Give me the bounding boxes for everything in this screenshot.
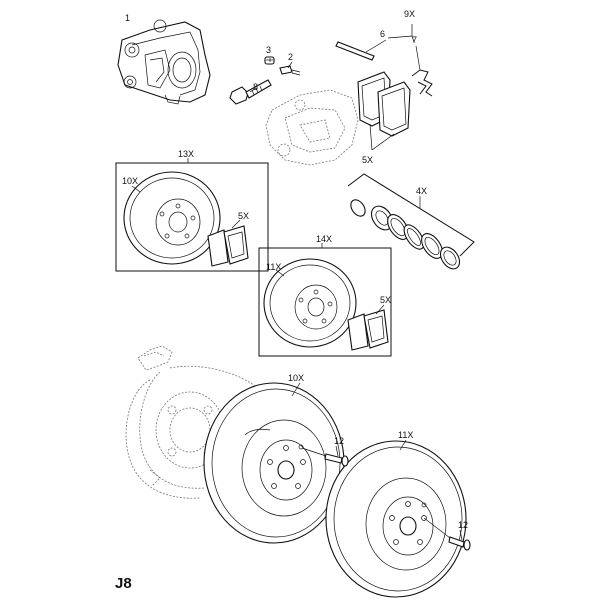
spring-clip xyxy=(411,69,433,97)
brake-caliper xyxy=(117,19,211,105)
label-kit-13x: 13X xyxy=(178,149,194,159)
label-disc-11x-small: 11X xyxy=(266,262,281,272)
brake-pads-upper xyxy=(357,71,411,137)
brake-disc-11x xyxy=(325,439,467,598)
label-caliper: 1 xyxy=(125,13,130,23)
label-guide-pin: 6 xyxy=(380,29,385,39)
seal-kit xyxy=(347,173,475,270)
bleed-screw xyxy=(279,65,301,76)
label-bleed-screw: 2 xyxy=(288,52,293,62)
label-pads-13x: 5X xyxy=(238,211,249,221)
page-code: J8 xyxy=(115,575,132,592)
pad-kit-leaders xyxy=(249,24,421,151)
caliper-carrier-outline xyxy=(265,89,359,166)
label-pads-upper: 5X xyxy=(362,155,373,165)
label-screw-lower: 12 xyxy=(458,520,468,530)
kit-13x-box xyxy=(115,158,269,272)
label-seal-kit: 4X xyxy=(416,186,427,196)
label-bleed-cap: 3 xyxy=(266,45,271,55)
disc-screw-lower xyxy=(423,517,471,551)
label-disc-10x-large: 10X xyxy=(288,373,304,383)
label-kit-14x: 14X xyxy=(316,234,332,244)
label-spring-clip: 7 xyxy=(412,35,417,45)
label-pad-kit: 9X xyxy=(404,9,415,19)
label-pads-14x: 5X xyxy=(380,295,391,305)
bleed-cap xyxy=(264,56,275,65)
kit-14x-box xyxy=(258,243,392,357)
guide-pin xyxy=(335,41,375,61)
brake-disc-10x xyxy=(203,382,345,544)
disc-screw-upper xyxy=(301,445,349,467)
label-caliper-bolt: 8 xyxy=(253,82,258,92)
label-disc-11x-large: 11X xyxy=(398,430,413,440)
caliper-bolt xyxy=(229,79,272,105)
label-screw-upper: 12 xyxy=(334,436,344,446)
label-disc-10x-small: 10X xyxy=(122,176,138,186)
